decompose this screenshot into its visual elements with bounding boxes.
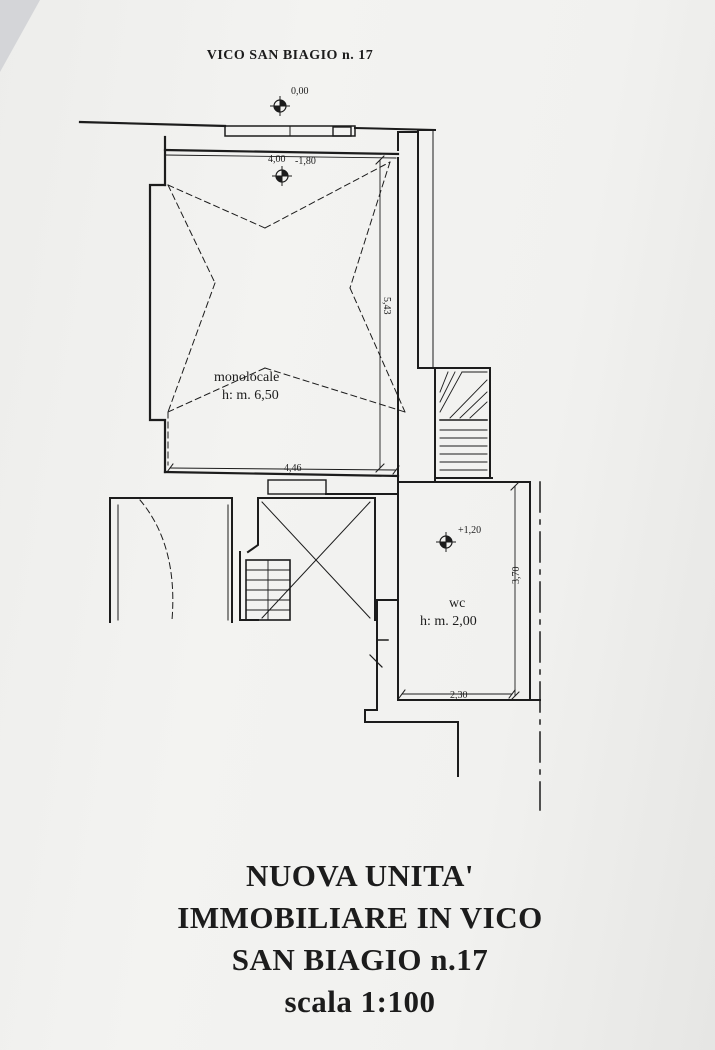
level-wc-label: +1,20 <box>458 525 481 536</box>
stair-left-wall <box>417 367 436 481</box>
level-upper-label: -1,80 <box>295 156 316 167</box>
top-inner-wall <box>163 148 400 156</box>
stair-treads <box>439 371 488 471</box>
main-room-bottom-wall <box>163 470 400 478</box>
shaft-window <box>267 479 327 495</box>
main-room-name: monolocale <box>214 370 279 385</box>
wc-width-label: 2,30 <box>450 690 468 701</box>
level-marker-wc <box>436 532 456 552</box>
top-width-label: 4,00 <box>268 154 286 165</box>
street-line <box>78 120 227 128</box>
main-height-label: 5,43 <box>381 297 392 315</box>
top-width-dim-line <box>164 154 397 159</box>
wc-room-height: h: m. 2,00 <box>420 614 477 629</box>
wc-height-label: 3,70 <box>511 567 522 585</box>
wc-left-wall <box>364 475 459 777</box>
main-room-left-wall <box>148 183 167 474</box>
lower-left-room <box>109 497 233 623</box>
folded-corner <box>0 0 40 72</box>
door-swing <box>139 499 174 621</box>
wc-room-name: wc <box>449 596 465 611</box>
shaft-walls <box>246 497 376 621</box>
level-marker-upper <box>272 166 292 186</box>
scale-label: scala 1:100 <box>284 984 436 1019</box>
ceiling-hip-lines <box>167 161 406 466</box>
drawing-title-block: NUOVA UNITA' IMMOBILIARE IN VICO SAN BIA… <box>100 855 620 1023</box>
level-street-label: 0,00 <box>291 86 309 97</box>
street-label: VICO SAN BIAGIO n. 17 <box>206 48 374 63</box>
title-line-2: IMMOBILIARE IN VICO <box>177 900 543 935</box>
title-line-1: NUOVA UNITA' <box>246 858 474 893</box>
main-width-dim-line <box>169 467 397 471</box>
main-room-height: h: m. 6,50 <box>222 388 279 403</box>
title-line-3: SAN BIAGIO n.17 <box>231 942 489 977</box>
level-marker-street <box>270 96 290 116</box>
main-width-label: 4,46 <box>284 463 302 474</box>
main-room-right-wall-outer <box>397 131 419 369</box>
